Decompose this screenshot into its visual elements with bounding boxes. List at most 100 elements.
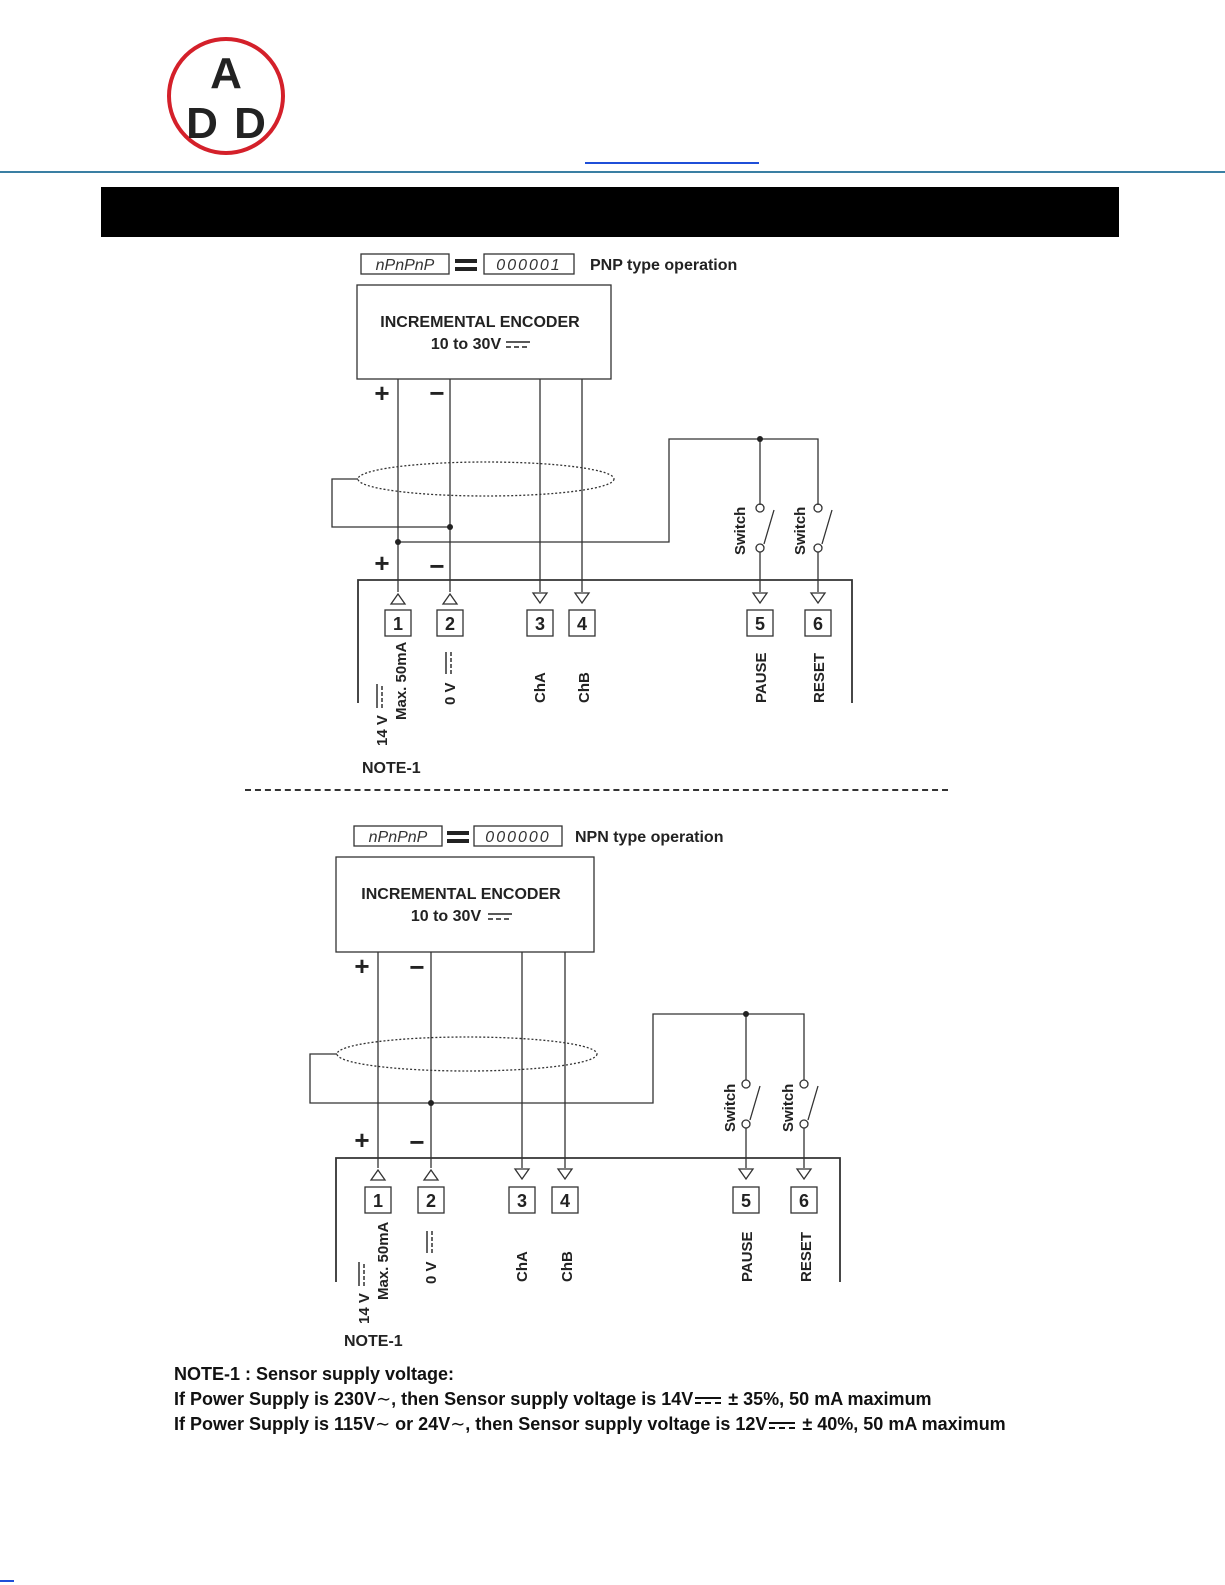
note1-part-c: ± 35%, 50 mA maximum [723, 1389, 932, 1409]
pnp-display-left-text: nPnPnP [376, 257, 435, 274]
ac-symbol-icon: ∼ [375, 1414, 391, 1434]
npn-label-reset: RESET [798, 1232, 815, 1282]
note-line-1: If Power Supply is 230V∼, then Sensor su… [174, 1387, 1074, 1412]
npn-terminal-2 [417, 1186, 445, 1214]
npn-enc-minus: − [409, 952, 424, 982]
pnp-terminal-6-num: 6 [813, 614, 823, 634]
pnp-enc-minus: − [429, 378, 444, 408]
npn-operation-label: NPN type operation [575, 829, 723, 846]
pnp-operation-label: PNP type operation [590, 257, 737, 274]
pnp-dev-minus: − [429, 551, 444, 581]
npn-switch1-blade [749, 1085, 761, 1121]
note1-part-b: , then Sensor supply voltage is 14V [391, 1389, 694, 1409]
npn-terminal-2-num: 2 [426, 1191, 436, 1211]
npn-terminal-5 [732, 1186, 760, 1214]
pnp-arrow-4 [573, 592, 591, 605]
pnp-arrow-5 [751, 592, 769, 605]
pnp-device-frame [357, 579, 853, 703]
pnp-switch2-top [813, 503, 823, 513]
logo-letter-d2: D [234, 99, 266, 148]
pnp-terminal-1-num: 1 [393, 614, 403, 634]
pnp-cable-shield [357, 461, 615, 497]
pnp-terminal-5 [746, 609, 774, 637]
npn-encoder-box [335, 856, 595, 953]
npn-switch1-label: Switch [722, 1084, 739, 1132]
pnp-terminal-4-num: 4 [577, 614, 587, 634]
pnp-label-0v: 0 V [442, 682, 459, 705]
pnp-encoder-box [356, 284, 612, 380]
npn-node-minus [428, 1100, 434, 1106]
pnp-diagram: nPnPnP 000001 PNP type operation INCREME… [331, 253, 853, 777]
npn-display-right-text: 000000 [485, 829, 550, 846]
pnp-note-ref: NOTE-1 [362, 760, 421, 777]
pnp-dev-plus: + [374, 548, 389, 578]
npn-label-pause: PAUSE [739, 1231, 756, 1282]
diagram-separator [245, 789, 948, 791]
logo-letter-a: A [210, 49, 242, 98]
pnp-shield-ground [331, 478, 450, 528]
npn-arrow-2 [422, 1168, 440, 1181]
npn-arrow-4 [556, 1168, 574, 1181]
pnp-terminal-6 [804, 609, 832, 637]
pnp-dc-0v [445, 652, 452, 674]
npn-terminal-1 [364, 1186, 392, 1214]
pnp-label-reset: RESET [811, 653, 828, 703]
pnp-node-plus [395, 539, 401, 545]
npn-encoder-title: INCREMENTAL ENCODER [361, 886, 561, 903]
logo-ring [167, 37, 285, 155]
npn-arrow-1 [369, 1168, 387, 1181]
ac-symbol-icon: ∼ [450, 1414, 466, 1434]
npn-terminal-6-num: 6 [799, 1191, 809, 1211]
npn-enc-plus: + [354, 951, 369, 981]
pnp-equals-bottom [455, 267, 477, 271]
note2-part-a: If Power Supply is 115V [174, 1414, 376, 1434]
pnp-enc-plus: + [374, 378, 389, 408]
note-title: NOTE-1 : Sensor supply voltage: [174, 1364, 455, 1384]
pnp-switch2-blade [821, 509, 833, 545]
npn-label-chb: ChB [559, 1251, 576, 1282]
pnp-switch1-top [755, 503, 765, 513]
logo-letter-d1: D [186, 99, 218, 148]
npn-switch2-blade [807, 1085, 819, 1121]
pnp-switch1-label: Switch [732, 507, 749, 555]
npn-label-max50ma: Max. 50mA [375, 1221, 392, 1300]
npn-dc-0v [426, 1231, 433, 1253]
dc-symbol-icon [695, 1395, 722, 1405]
pnp-terminal-1 [384, 609, 412, 637]
pnp-encoder-voltage: 10 to 30V [431, 336, 502, 353]
npn-label-cha: ChA [514, 1251, 531, 1282]
sensor-supply-notes: NOTE-1 : Sensor supply voltage: If Power… [174, 1362, 1074, 1437]
npn-display-left-text: nPnPnP [369, 829, 428, 846]
npn-terminal-1-num: 1 [373, 1191, 383, 1211]
pnp-label-cha: ChA [532, 672, 549, 703]
pnp-label-pause: PAUSE [753, 652, 770, 703]
npn-switch1-top [741, 1079, 751, 1089]
npn-arrow-3 [513, 1168, 531, 1181]
pnp-display-right-text: 000001 [496, 257, 561, 274]
npn-encoder-voltage: 10 to 30V [411, 908, 482, 925]
npn-terminal-6 [790, 1186, 818, 1214]
npn-terminal-3 [508, 1186, 536, 1214]
npn-terminal-4 [551, 1186, 579, 1214]
npn-dev-minus: − [409, 1127, 424, 1157]
npn-arrow-6 [795, 1168, 813, 1181]
npn-terminal-5-num: 5 [741, 1191, 751, 1211]
pnp-arrow-2 [441, 592, 459, 605]
pnp-arrow-3 [531, 592, 549, 605]
npn-switch2-label: Switch [780, 1084, 797, 1132]
npn-label-0v: 0 V [423, 1261, 440, 1284]
note2-part-d: ± 40%, 50 mA maximum [797, 1414, 1006, 1434]
npn-display-left [353, 825, 443, 847]
pnp-switch2-label: Switch [792, 507, 809, 555]
pnp-arrow-6 [809, 592, 827, 605]
pnp-terminal-2 [436, 609, 464, 637]
pnp-common-wire [398, 438, 819, 543]
note2-part-b: or 24V [390, 1414, 451, 1434]
pnp-display-left [360, 253, 450, 275]
pnp-display-right [483, 253, 575, 275]
header-link-underline[interactable] [585, 162, 759, 164]
pnp-terminal-3-num: 3 [535, 614, 545, 634]
pnp-terminal-4 [568, 609, 596, 637]
pnp-terminal-2-num: 2 [445, 614, 455, 634]
pnp-label-max50ma: Max. 50mA [393, 641, 410, 720]
